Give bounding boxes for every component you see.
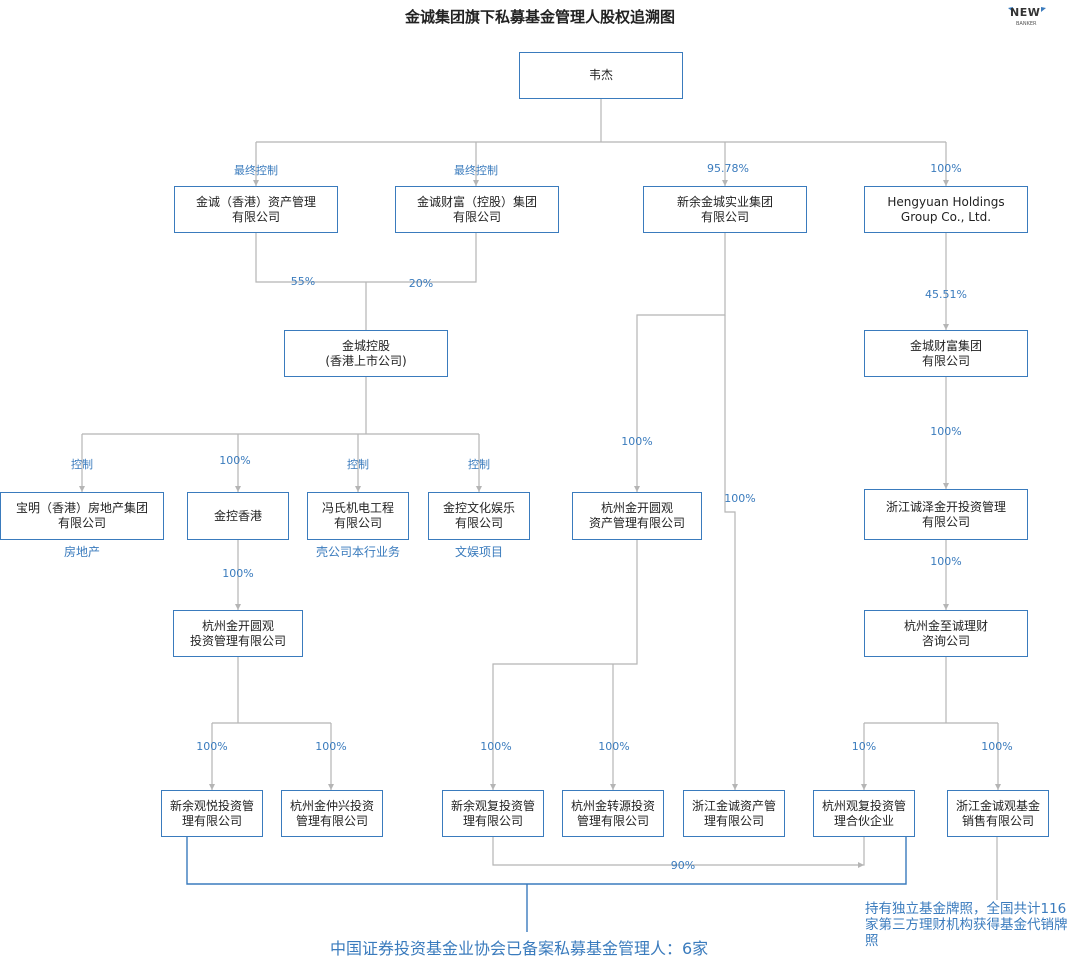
node-hz-jinzhuanyuan: 杭州金转源投资 管理有限公司	[562, 790, 664, 837]
logo-ribbon-icon	[1008, 7, 1046, 12]
edge-label: 10%	[851, 740, 877, 753]
node-jincheng-hk-asset: 金诚（香港）资产管理 有限公司	[174, 186, 338, 233]
edge-label: 90%	[670, 859, 696, 872]
edge-label: 100%	[598, 740, 630, 753]
node-hz-jinzhongxing: 杭州金仲兴投资 管理有限公司	[281, 790, 383, 837]
newbanker-logo: NEW BANKER	[1004, 4, 1050, 34]
node-hz-jinzhi: 杭州金至诚理财 咨询公司	[864, 610, 1028, 657]
logo-text: NEW	[1010, 6, 1041, 19]
node-hz-jinkai-invest: 杭州金开圆观 投资管理有限公司	[173, 610, 303, 657]
node-zj-jincheng-asset: 浙江金诚资产管 理有限公司	[683, 790, 785, 837]
edge-label: 100%	[930, 555, 962, 568]
node-xinyu-guanfu: 新余观复投资管 理有限公司	[442, 790, 544, 837]
note-culture: 文娱项目	[454, 545, 504, 559]
node-jincheng-kg: 金城控股 (香港上市公司)	[284, 330, 448, 377]
note-baoming: 房地产	[63, 545, 101, 559]
node-hz-guanfu-partner: 杭州观复投资管 理合伙企业	[813, 790, 915, 837]
edge-label: 最终控制	[234, 164, 278, 177]
node-jinkong-hk: 金控香港	[187, 492, 289, 540]
node-jincheng-wealth-holding: 金诚财富（控股）集团 有限公司	[395, 186, 559, 233]
logo-subtext: BANKER	[1016, 21, 1037, 27]
edge-label: 95.78%	[707, 162, 749, 175]
node-hz-jinkai-asset: 杭州金开圆观 资产管理有限公司	[572, 492, 702, 540]
edge-label: 控制	[71, 458, 93, 471]
edge-label: 控制	[347, 458, 369, 471]
edge-label: 100%	[930, 425, 962, 438]
node-xinyu-jincheng: 新余金城实业集团 有限公司	[643, 186, 807, 233]
edge-label: 最终控制	[454, 164, 498, 177]
node-baoming: 宝明（香港）房地产集团 有限公司	[0, 492, 164, 540]
edge-label: 100%	[981, 740, 1013, 753]
node-zj-chengze: 浙江诚泽金开投资管理 有限公司	[864, 489, 1028, 540]
edge-label: 20%	[408, 277, 434, 290]
edge-label: 控制	[468, 458, 490, 471]
node-fengshi: 冯氏机电工程 有限公司	[307, 492, 409, 540]
edge-label: 100%	[621, 435, 653, 448]
edge-label: 100%	[930, 162, 962, 175]
edge-label: 100%	[222, 567, 254, 580]
node-xinyu-guanyue: 新余观悦投资管 理有限公司	[161, 790, 263, 837]
node-zj-chengguan-sales: 浙江金诚观基金 销售有限公司	[947, 790, 1049, 837]
edge-label: 55%	[290, 275, 316, 288]
edge-label: 100%	[219, 454, 251, 467]
edge-label: 100%	[480, 740, 512, 753]
footer-summary: 中国证券投资基金业协会已备案私募基金管理人：6家	[330, 939, 709, 958]
side-note: 持有独立基金牌照，全国共计116家第三方理财机构获得基金代销牌照	[865, 901, 1068, 949]
node-jinkong-culture: 金控文化娱乐 有限公司	[428, 492, 530, 540]
chart-title: 金诚集团旗下私募基金管理人股权追溯图	[404, 8, 675, 26]
edge-label: 45.51%	[925, 288, 967, 301]
edge-label: 100%	[315, 740, 347, 753]
edge-label: 100%	[724, 492, 756, 505]
note-fengshi: 壳公司本行业务	[315, 545, 401, 559]
node-jincheng-wealth-group: 金城财富集团 有限公司	[864, 330, 1028, 377]
node-hengyuan: Hengyuan Holdings Group Co., Ltd.	[864, 186, 1028, 233]
edge-label: 100%	[196, 740, 228, 753]
node-weijie: 韦杰	[519, 52, 683, 99]
